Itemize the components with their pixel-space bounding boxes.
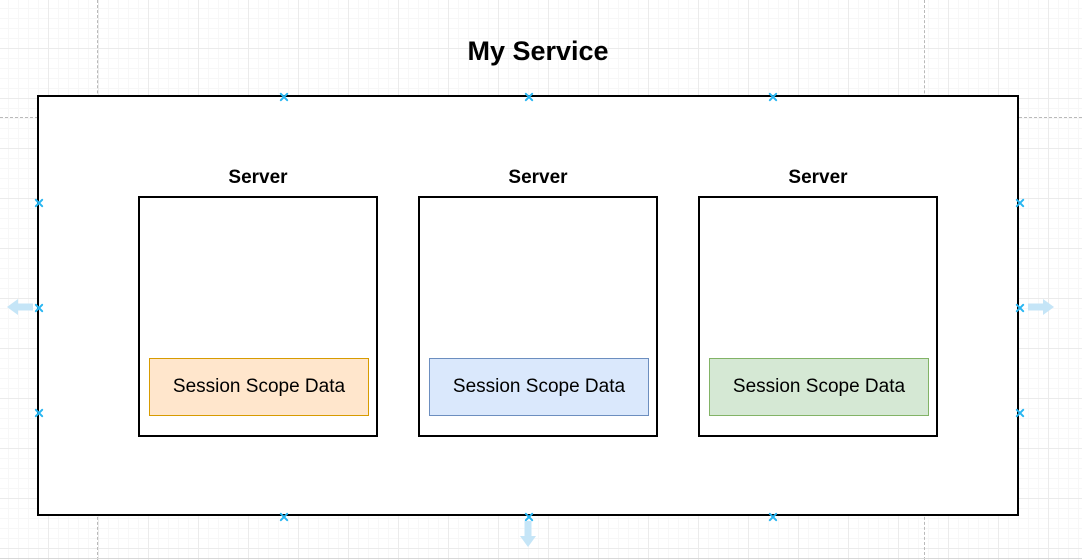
server-box-shape[interactable]: Session Scope Data <box>698 196 938 437</box>
server-group: Server Session Scope Data <box>138 167 378 437</box>
connection-point-icon[interactable] <box>1015 408 1024 417</box>
canvas-edge-line <box>0 558 1082 559</box>
session-box[interactable]: Session Scope Data <box>709 358 929 416</box>
server-label: Server <box>508 167 568 188</box>
server-label: Server <box>228 167 288 188</box>
session-box-label: Session Scope Data <box>452 376 626 397</box>
connection-point-icon[interactable] <box>34 303 43 312</box>
direction-arrow-left-icon[interactable] <box>7 299 33 315</box>
server-box-shape[interactable]: Session Scope Data <box>418 196 658 437</box>
connection-point-icon[interactable] <box>1015 303 1024 312</box>
direction-arrow-right-icon[interactable] <box>1028 299 1054 315</box>
server-label: Server <box>788 167 848 188</box>
session-box[interactable]: Session Scope Data <box>149 358 369 416</box>
connection-point-icon[interactable] <box>524 92 533 101</box>
connection-point-icon[interactable] <box>279 92 288 101</box>
session-box-label: Session Scope Data <box>172 376 346 397</box>
connection-point-icon[interactable] <box>768 92 777 101</box>
connection-point-icon[interactable] <box>34 408 43 417</box>
connection-point-icon[interactable] <box>524 512 533 521</box>
server-group: Server Session Scope Data <box>418 167 658 437</box>
connection-point-icon[interactable] <box>34 198 43 207</box>
connection-point-icon[interactable] <box>768 512 777 521</box>
diagram-title[interactable]: My Service <box>467 36 609 66</box>
server-group: Server Session Scope Data <box>698 167 938 437</box>
direction-arrow-down-icon[interactable] <box>520 521 536 547</box>
session-box[interactable]: Session Scope Data <box>429 358 649 416</box>
session-box-label: Session Scope Data <box>732 376 906 397</box>
connection-point-icon[interactable] <box>1015 198 1024 207</box>
server-box-shape[interactable]: Session Scope Data <box>138 196 378 437</box>
connection-point-icon[interactable] <box>279 512 288 521</box>
